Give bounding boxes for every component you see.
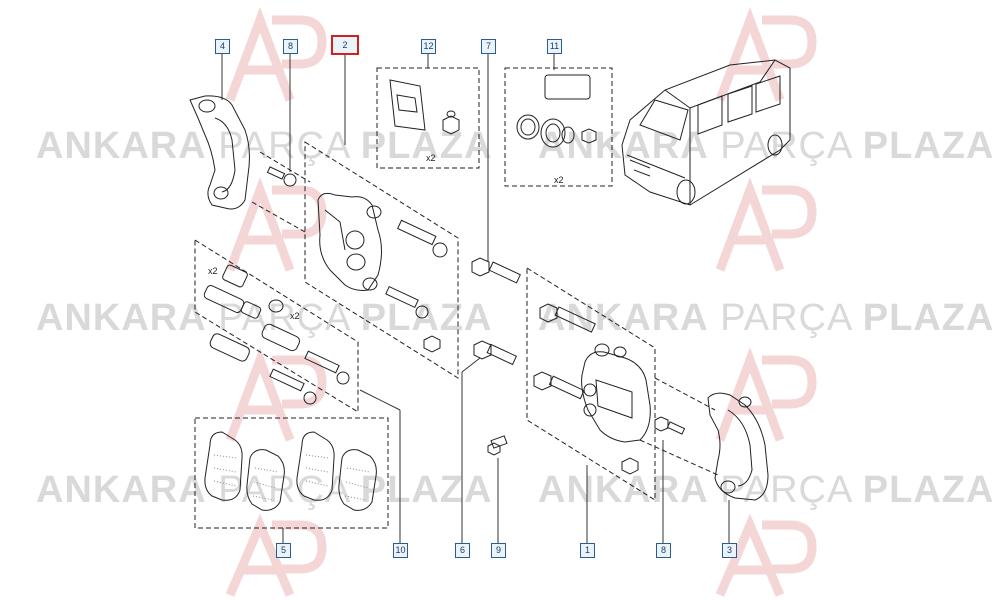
- van-illustration: [621, 59, 791, 206]
- bracket-bolt-left: [266, 166, 297, 187]
- callout-6[interactable]: 6: [455, 543, 470, 558]
- callout-8-bottom[interactable]: 8: [656, 543, 671, 558]
- callout-5[interactable]: 5: [276, 543, 291, 558]
- callout-10[interactable]: 10: [393, 543, 408, 558]
- guide-pin-kit: [203, 264, 350, 405]
- ap-logo-icon: [715, 177, 817, 272]
- ap-logo-icon: [225, 7, 327, 102]
- brake-caliper-part-2: [317, 192, 382, 291]
- caliper-bolt-6: [473, 340, 518, 366]
- bleed-cap: [423, 335, 441, 353]
- bleed-screw-9: [487, 435, 508, 456]
- caliper-2-frame: [304, 141, 459, 379]
- callout-7[interactable]: 7: [481, 39, 496, 54]
- callout-11[interactable]: 11: [547, 39, 562, 54]
- bracket-bolt-right: [654, 416, 686, 435]
- guide-bolt-right-upper: [539, 303, 596, 333]
- clip-kit: [389, 79, 460, 135]
- caliper-1-frame: [526, 267, 656, 501]
- callout-8-top[interactable]: 8: [283, 39, 298, 54]
- ap-logo-icon: [715, 513, 817, 597]
- seal-kit-quantity: x2: [554, 175, 564, 185]
- clip-kit-quantity: x2: [426, 153, 436, 163]
- guide-bolt-right-lower: [533, 371, 585, 400]
- pin-quantity-mid: x2: [290, 311, 300, 321]
- callout-9[interactable]: 9: [491, 543, 506, 558]
- pin-kit-frame: [194, 239, 359, 413]
- ap-logo-icon: [715, 7, 817, 102]
- caliper-bracket-right: [707, 392, 769, 501]
- brake-caliper-part-1: [581, 343, 651, 475]
- callout-2-selected[interactable]: 2: [331, 35, 359, 55]
- leader-lines: [221, 52, 730, 543]
- caliper-bolt-7: [471, 257, 521, 284]
- guide-bolt-upper: [397, 219, 448, 258]
- guide-bolt-lower: [385, 285, 429, 319]
- clip-kit-frame: [376, 67, 480, 169]
- brake-pad-set: [204, 431, 377, 511]
- ap-logo-icon: [225, 177, 327, 272]
- group-frames: [194, 67, 719, 529]
- caliper-bracket-left: [189, 95, 250, 210]
- pin-quantity-top: x2: [208, 266, 218, 276]
- callout-12[interactable]: 12: [421, 39, 436, 54]
- callout-3[interactable]: 3: [722, 543, 737, 558]
- callout-1[interactable]: 1: [580, 543, 595, 558]
- seal-kit: [516, 74, 597, 148]
- ap-logo-icon: [225, 347, 327, 442]
- ap-logo-icon: [225, 513, 327, 597]
- callout-4[interactable]: 4: [215, 39, 230, 54]
- pad-set-frame: [194, 417, 389, 529]
